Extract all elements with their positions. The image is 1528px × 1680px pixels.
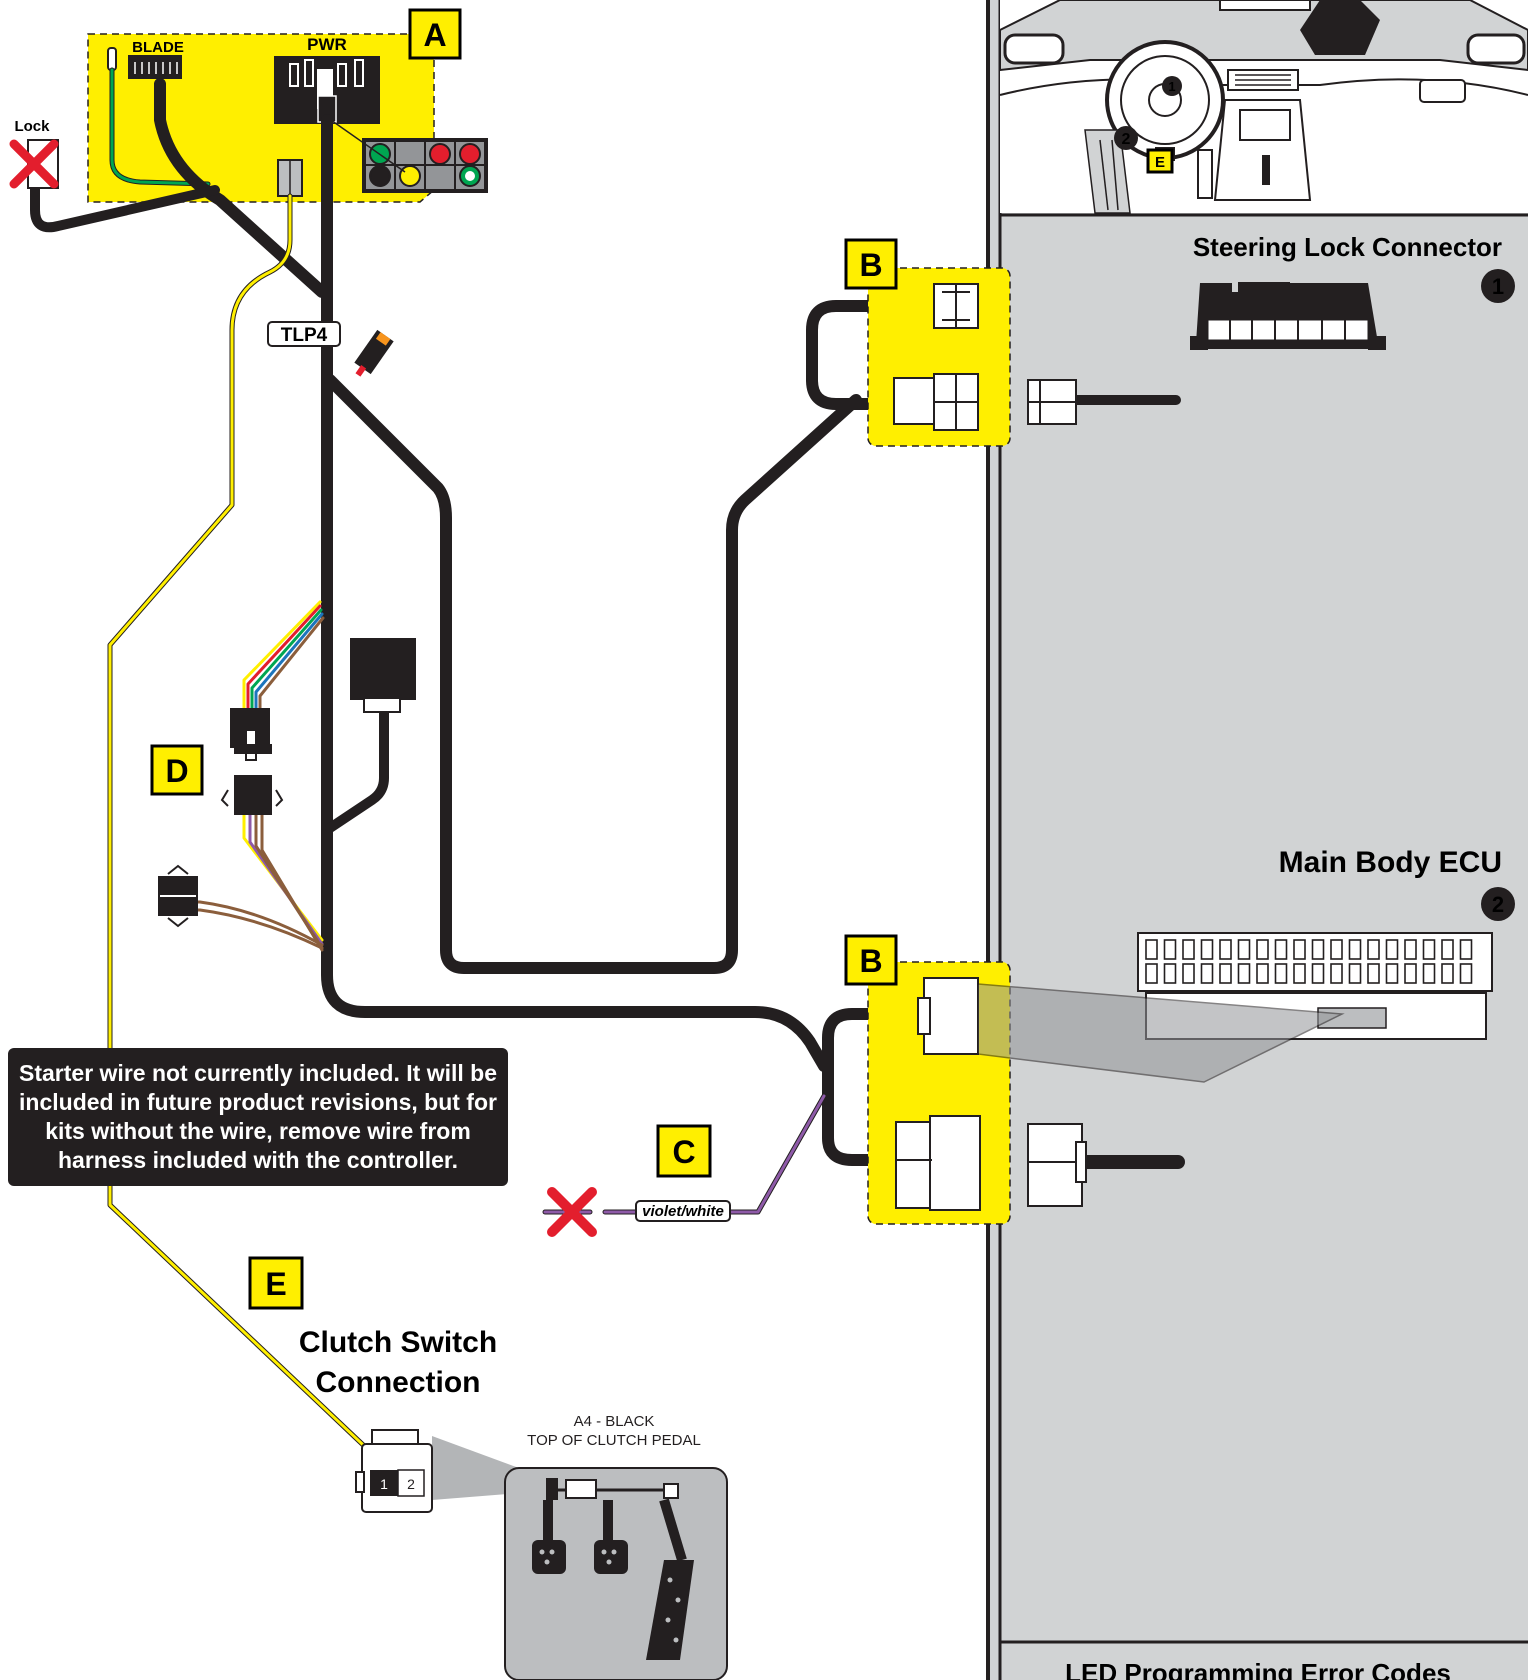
ecu-pin	[1459, 939, 1473, 960]
ecu-pin	[1274, 939, 1288, 960]
svg-text:TLP4: TLP4	[281, 325, 328, 346]
ecu-callout	[977, 983, 1345, 1083]
ecu-pin	[1145, 963, 1158, 984]
dash-marker-2: 2	[1114, 126, 1138, 150]
ecu-pin	[1145, 939, 1158, 960]
dash-tag-e: E	[1146, 148, 1174, 174]
ecu-pin	[1311, 939, 1325, 960]
svg-text:violet/white: violet/white	[642, 1203, 724, 1220]
ecu-pin	[1219, 939, 1232, 960]
ecu-pin	[1182, 963, 1195, 984]
dash-marker-1: 1	[1162, 76, 1182, 96]
tag-b-lower: B	[844, 934, 898, 986]
tag-d: D	[150, 744, 204, 796]
clutch-pin-2: 2	[407, 1476, 415, 1492]
ecu-pin	[1163, 963, 1177, 984]
d-connector	[220, 708, 284, 815]
ecu-pin	[1348, 939, 1362, 960]
violet-disconnect-x-icon	[547, 1187, 597, 1237]
ecu-pin	[1422, 963, 1436, 984]
ecu-pin	[1256, 939, 1269, 960]
ecu-pin	[1459, 963, 1473, 984]
ecu-pin	[1237, 963, 1251, 984]
mating-connector-lower	[1027, 1123, 1087, 1207]
svg-text:C: C	[672, 1134, 695, 1170]
ecu-pin	[1237, 939, 1251, 960]
svg-text:1: 1	[1168, 79, 1175, 94]
ecu-pin	[1441, 939, 1454, 960]
svg-text:E: E	[1155, 154, 1165, 171]
ecu-pin	[1330, 939, 1343, 960]
ecu-pin	[1182, 939, 1195, 960]
clutch-title-line2: Connection	[316, 1366, 481, 1399]
ecu-pin	[1219, 963, 1232, 984]
ecu-pin	[1274, 963, 1288, 984]
svg-text:E: E	[265, 1266, 286, 1302]
inline-fuse	[354, 329, 394, 377]
starter-wire-note: Starter wire not currently included. It …	[8, 1048, 508, 1186]
svg-text:2: 2	[1492, 892, 1504, 917]
svg-text:B: B	[859, 943, 882, 979]
side-panel	[986, 0, 1528, 1680]
tlp4-label: TLP4	[267, 321, 341, 347]
lock-label: Lock	[14, 118, 50, 135]
steering-lock-connector-icon: 7 1	[1190, 282, 1386, 350]
pedal-caption-line2: TOP OF CLUTCH PEDAL	[527, 1432, 701, 1449]
clutch-pin-1: 1	[380, 1476, 388, 1492]
pwr-connector	[274, 56, 380, 124]
svg-text:D: D	[165, 753, 188, 789]
svg-text:A: A	[423, 17, 446, 53]
lock-disconnect-x-icon	[9, 139, 59, 189]
mating-connector-upper	[1027, 379, 1077, 425]
tag-a: A	[408, 8, 462, 60]
pedal-caption-line1: A4 - BLACK	[574, 1413, 655, 1430]
tag-b-upper: B	[844, 238, 898, 290]
steering-lock-title: Steering Lock Connector	[1193, 232, 1502, 262]
ecu-pin	[1367, 963, 1380, 984]
svg-text:1: 1	[1355, 324, 1362, 339]
ecu-pin	[1330, 963, 1343, 984]
ecu-pin	[1367, 939, 1380, 960]
steering-lock-number-badge: 1	[1481, 269, 1515, 303]
module-b-upper	[867, 267, 1011, 447]
ecu-pin	[1404, 963, 1417, 984]
svg-text:7: 7	[1215, 324, 1222, 339]
blade-label: BLADE	[132, 39, 184, 56]
ecu-pin	[1385, 939, 1399, 960]
blade-connector	[128, 55, 182, 79]
main-body-ecu-number-badge: 2	[1481, 887, 1515, 921]
svg-text:1: 1	[1492, 274, 1504, 299]
ecu-pin	[1441, 963, 1454, 984]
tag-e: E	[248, 1256, 304, 1310]
ecu-pin	[1200, 939, 1214, 960]
ecu-pin	[1385, 963, 1399, 984]
tag-c: C	[656, 1124, 712, 1178]
clutch-title-line1: Clutch Switch	[299, 1326, 497, 1359]
ecu-pin	[1311, 963, 1325, 984]
led-error-codes-title: LED Programming Error Codes	[1065, 1658, 1451, 1680]
wires	[30, 67, 1185, 1481]
ecu-pin	[1200, 963, 1214, 984]
pedal-illustration	[504, 1467, 728, 1680]
ecu-pin	[1163, 939, 1177, 960]
svg-text:B: B	[859, 247, 882, 283]
side-plug	[158, 864, 198, 928]
ecu-pin	[1348, 963, 1362, 984]
module-b-lower	[867, 961, 1011, 1225]
pwr-label: PWR	[307, 35, 347, 54]
dashboard-illustration: 1 2 E	[999, 0, 1528, 214]
ecu-pin	[1293, 963, 1306, 984]
relay-block	[350, 638, 416, 713]
violet-white-label: violet/white	[635, 1200, 731, 1222]
ecu-pin	[1293, 939, 1306, 960]
ecu-pin	[1404, 939, 1417, 960]
svg-text:2: 2	[1122, 131, 1131, 148]
clutch-switch-connector: 1 2	[355, 1429, 433, 1513]
module-a: BLADE PWR	[87, 33, 488, 203]
led-panel	[327, 117, 488, 193]
main-body-ecu-title: Main Body ECU	[1279, 846, 1502, 879]
ecu-pin	[1256, 963, 1269, 984]
ecu-pin	[1422, 939, 1436, 960]
